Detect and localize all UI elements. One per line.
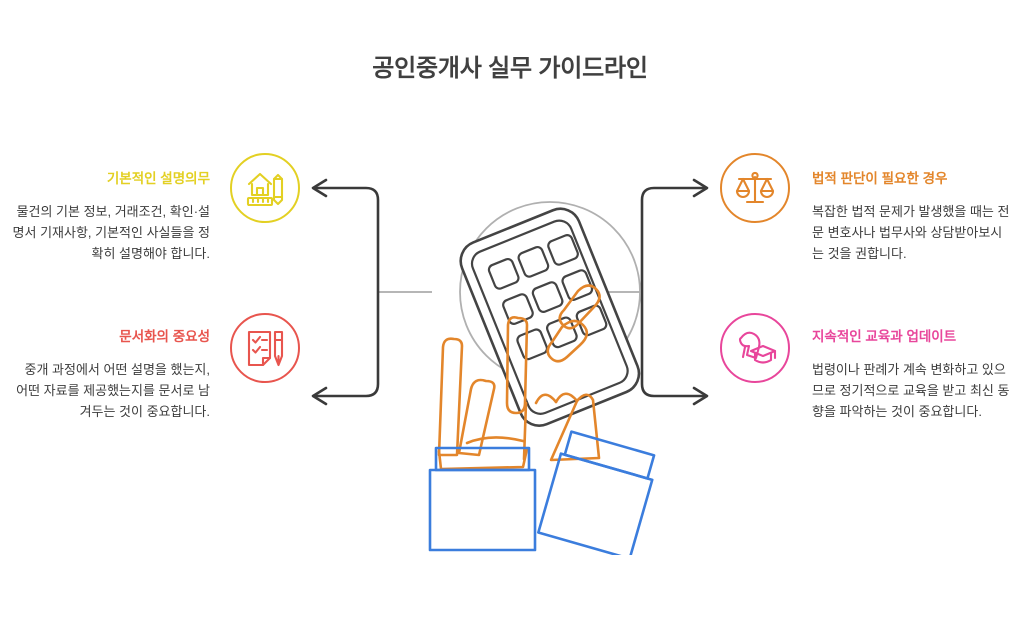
arrowhead-left-bottom xyxy=(311,386,328,406)
icon-circle-documentation-importance[interactable] xyxy=(230,313,300,383)
left-hand xyxy=(437,337,529,471)
branch-text-legal-judgment-needed: 법적 판단이 필요한 경우 복잡한 법적 문제가 발생했을 때는 전문 변호사나… xyxy=(812,170,1010,264)
icon-circle-continuous-education-update[interactable] xyxy=(720,313,790,383)
arrowhead-left-top xyxy=(311,178,328,198)
branch-body: 중개 과정에서 어떤 설명을 했는지, 어떤 자료를 제공했는지를 문서로 남겨… xyxy=(16,362,210,420)
right-hand xyxy=(505,284,601,462)
right-sleeve-cuff xyxy=(563,430,656,480)
checklist-pen-icon xyxy=(247,330,284,367)
branch-heading: 기본적인 설명의무 xyxy=(106,171,210,186)
house-ruler-pencil-icon xyxy=(246,172,284,207)
page-title: 공인중개사 실무 가이드라인 xyxy=(372,55,648,82)
left-sleeve-body xyxy=(428,468,537,552)
bracket-left xyxy=(314,186,380,398)
hands-holding-calculator-illustration xyxy=(428,201,656,555)
scales-of-justice-icon xyxy=(735,171,775,204)
megaphone-graduation-cap-icon xyxy=(738,331,777,364)
branch-heading: 문서화의 중요성 xyxy=(119,329,210,344)
branch-text-basic-explanation-duty: 기본적인 설명의무 물건의 기본 정보, 거래조건, 확인·설명서 기재사항, … xyxy=(12,170,210,264)
branch-body: 법령이나 판례가 계속 변화하고 있으므로 정기적으로 교육을 받고 최신 동향… xyxy=(812,362,1010,420)
branch-body: 복잡한 법적 문제가 발생했을 때는 전문 변호사나 법무사와 상담받아보시는 … xyxy=(812,204,1010,262)
branch-text-continuous-education-update: 지속적인 교육과 업데이트 법령이나 판례가 계속 변화하고 있으므로 정기적으… xyxy=(812,328,1010,422)
icon-circle-legal-judgment-needed[interactable] xyxy=(720,153,790,223)
branch-text-documentation-importance: 문서화의 중요성 중개 과정에서 어떤 설명을 했는지, 어떤 자료를 제공했는… xyxy=(12,328,210,422)
branch-body: 물건의 기본 정보, 거래조건, 확인·설명서 기재사항, 기본적인 사실들을 … xyxy=(12,204,210,262)
sleeves xyxy=(428,430,656,555)
branch-heading: 지속적인 교육과 업데이트 xyxy=(812,329,957,344)
branch-heading: 법적 판단이 필요한 경우 xyxy=(812,171,948,186)
right-sleeve-body xyxy=(537,452,654,555)
icon-circle-basic-explanation-duty[interactable] xyxy=(230,153,300,223)
